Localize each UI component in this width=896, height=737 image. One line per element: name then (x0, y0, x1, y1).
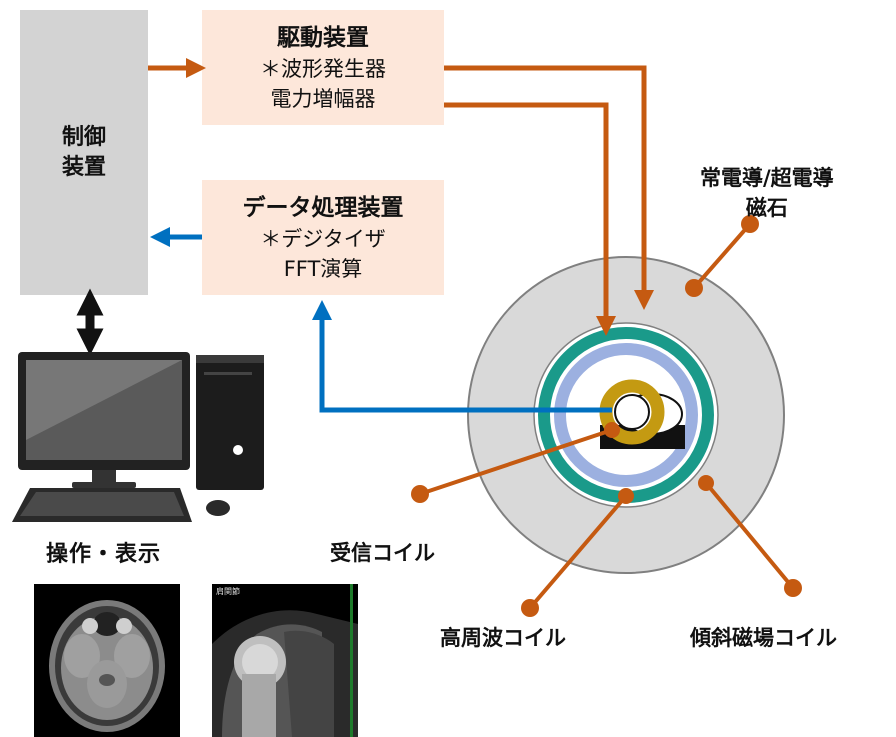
rf-coil-ring (554, 343, 698, 487)
rf-coil-leader-dot-inner (618, 488, 634, 504)
magnet-label-line-2: 磁石 (745, 196, 788, 220)
data-processing-line-2: FFT演算 (283, 256, 363, 281)
control-unit-label-2: 装置 (61, 154, 106, 180)
pc-tower (196, 355, 264, 490)
computer-icon (12, 352, 264, 522)
gradient-coil-leader (704, 481, 795, 590)
receive-coil-leader (419, 428, 613, 496)
mouse (206, 500, 230, 516)
rf-coil-leader-dot-outer (521, 599, 539, 617)
drive-unit-line-1: ＊波形発生器 (260, 56, 386, 81)
drive-unit-line-2: 電力増幅器 (270, 86, 376, 111)
magnet-leader (692, 222, 752, 290)
gradient-coil-leader-dot-inner (698, 475, 714, 491)
gradient-coil-leader-dot-outer (784, 579, 802, 597)
receive-coil-label: 受信コイル (330, 541, 435, 565)
receive-coil-leader-dot-inner (604, 422, 620, 438)
data-processing-box: データ処理装置 ＊デジタイザ FFT演算 (202, 180, 444, 295)
brain-scan-image (34, 584, 180, 737)
shoulder-scan-image: 肩関節 (212, 584, 358, 737)
magnet-leader-dot-inner (685, 279, 703, 297)
drive-unit-title: 駆動装置 (277, 24, 369, 51)
drive-to-rf-arrow (444, 102, 616, 336)
magnet-leader-dot-outer (741, 215, 759, 233)
gradient-coil-label: 傾斜磁場コイル (690, 626, 837, 650)
control-unit-box: 制御 装置 (20, 10, 148, 295)
operation-display-label: 操作・表示 (46, 542, 162, 567)
drive-unit-box: 駆動装置 ＊波形発生器 電力増幅器 (202, 10, 444, 125)
receive-coil-leader-dot-outer (411, 485, 429, 503)
patient-head (614, 394, 650, 430)
control-unit-label-1: 制御 (61, 124, 106, 150)
mri-gantry (467, 256, 785, 574)
receive-coil-to-processing-arrow (312, 300, 612, 413)
drive-to-gradient-arrow (444, 65, 654, 310)
data-processing-title: データ処理装置 (242, 194, 404, 221)
magnet-label: 常電導/超電導 磁石 (700, 163, 834, 223)
rf-coil-label: 高周波コイル (440, 626, 566, 650)
rf-coil-leader (528, 494, 628, 610)
shoulder-scan-caption: 肩関節 (216, 587, 240, 596)
magnet-label-line-1: 常電導/超電導 (700, 166, 834, 190)
data-processing-line-1: ＊デジタイザ (260, 226, 386, 251)
